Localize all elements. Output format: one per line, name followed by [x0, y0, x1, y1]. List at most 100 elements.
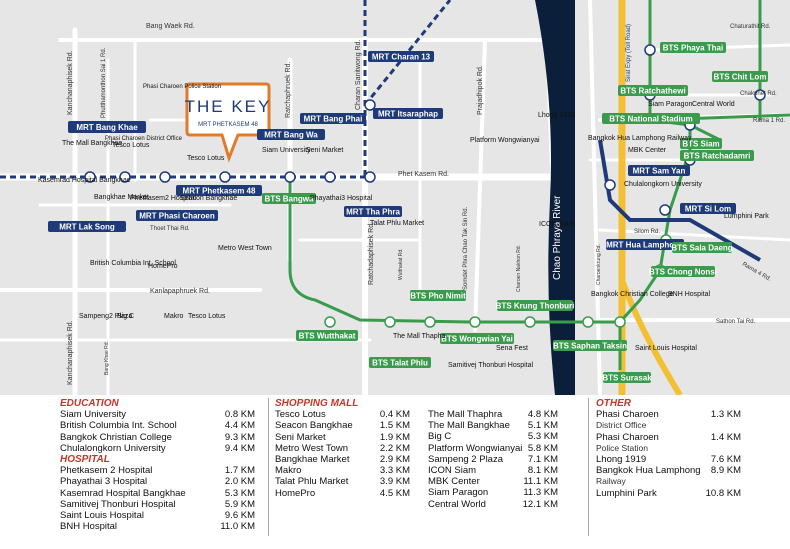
legend-item-distance: 9.6 KM: [224, 510, 255, 522]
road-phet-kasem: Phet Kasem Rd.: [398, 171, 449, 178]
station-mrt-bang-phai[interactable]: MRT Bang Phai: [304, 115, 363, 124]
legend-item-name: Phasi Charoen: [596, 409, 659, 421]
station-mrt-phetkasem48[interactable]: MRT Phetkasem 48: [183, 187, 256, 196]
station-bts-ratchadamri[interactable]: BTS Ratchadamri: [684, 152, 751, 161]
legend-item-distance: 1.9 KM: [379, 431, 410, 443]
legend-item-distance: 4.4 KM: [224, 420, 255, 432]
legend-item-distance: 1.4 KM: [710, 431, 741, 443]
station-bts-ratchathewi[interactable]: BTS Ratchathewi: [620, 87, 685, 96]
road-thoet-thai: Thoet Thai Rd.: [150, 226, 190, 232]
station-bts-sala-daeng[interactable]: BTS Sala Daeng: [671, 244, 732, 253]
legend-item-name: Big C: [428, 431, 452, 443]
legend-item-name: Siam Paragon: [428, 487, 489, 499]
road-kanlapaphruek: Kanlapaphruek Rd.: [150, 288, 210, 295]
legend-item-distance: 2.9 KM: [379, 454, 410, 466]
legend-item-name: Talat Phlu Market: [275, 476, 349, 488]
station-mrt-phasi-charoen[interactable]: MRT Phasi Charoen: [139, 212, 215, 221]
station-bts-chong-nonsi[interactable]: BTS Chong Nonsi: [649, 268, 717, 277]
road-chakphet: Chakphet Rd.: [740, 91, 777, 97]
legend-item-sub: Railway: [596, 476, 626, 487]
legend-item-name: Lhong 1919: [596, 454, 647, 466]
station-mrt-bang-wa[interactable]: MRT Bang Wa: [264, 131, 318, 140]
legend-item-distance: 2.2 KM: [379, 442, 410, 454]
place-bcc: Bangkok Christian College: [591, 291, 674, 298]
legend-item-name: Bangkok Hua Lamphong: [596, 465, 701, 477]
legend-item-distance: 11.1 KM: [523, 476, 558, 488]
station-mrt-charan13[interactable]: MRT Charan 13: [372, 53, 431, 62]
legend-item-name: Phetkasem 2 Hospital: [60, 465, 153, 477]
place-seni: Seni Market: [306, 147, 343, 154]
station-bts-wutthakat[interactable]: BTS Wutthakat: [299, 332, 356, 341]
station-mrt-bang-khae[interactable]: MRT Bang Khae: [76, 123, 138, 132]
station-mrt-lak-song[interactable]: MRT Lak Song: [59, 223, 115, 232]
legend-divider-2: [588, 398, 589, 536]
place-homepro: HomePro: [148, 263, 178, 270]
legend-item-name: Sampeng 2 Plaza: [428, 453, 503, 465]
place-wongwianyai-pf: Platform Wongwianyai: [470, 137, 540, 144]
legend-item-name: Samitivej Thonburi Hospital: [60, 498, 176, 510]
station-bts-surasak[interactable]: BTS Surasak: [602, 374, 652, 383]
station-bts-pho-nimit[interactable]: BTS Pho Nimit: [410, 292, 466, 301]
station-mrt-sam-yan[interactable]: MRT Sam Yan: [633, 167, 686, 176]
legend-item-distance: 7.1 KM: [527, 453, 558, 465]
road-somdet: Somdet Phra Chao Tak Sin Rd.: [463, 206, 469, 290]
legend-item-name: British Columbia Int. School: [60, 420, 177, 432]
place-british: British Columbia Int. School: [90, 260, 176, 267]
area-map[interactable]: THE KEY MRT PHETKASEM 48 MRT Bang Khae M…: [0, 0, 790, 395]
legend-item-distance: 0.8 KM: [224, 409, 255, 421]
legend-item-distance: 5.3 KM: [224, 487, 255, 499]
legend-item-name: Siam University: [60, 409, 126, 421]
road-kanchanaphisek-top: Kanchanaphisek Rd.: [67, 50, 74, 115]
legend-item-name: The Mall Thaphra: [428, 409, 503, 420]
station-bts-krung-thonburi[interactable]: BTS Krung Thonburi: [496, 302, 575, 311]
place-phayathai3: Phayathai3 Hospital: [310, 195, 373, 202]
station-mrt-tha-phra[interactable]: MRT Tha Phra: [346, 208, 400, 217]
station-bts-national-stadium[interactable]: BTS National Stadium: [609, 115, 693, 124]
place-phetkasem2: Phetkasem2 Hospital: [130, 195, 197, 202]
place-phasi-police: Phasi Charoen Police Station: [143, 84, 221, 90]
legend-item-sub: District Office: [596, 420, 647, 431]
station-mrt-hua-lamphong[interactable]: MRT Hua Lamphong: [606, 241, 684, 250]
station-bts-wongwian-yai[interactable]: BTS Wongwian Yai: [441, 335, 513, 344]
legend-item-distance: 3.3 KM: [379, 465, 410, 477]
road-prajadhipok: Prajadhipok Rd.: [477, 65, 484, 115]
station-bts-bangwa[interactable]: BTS Bangwa: [265, 195, 314, 204]
legend-item: British Columbia Int. School 4.4 KM: [60, 420, 255, 431]
place-mbk: MBK Center: [628, 147, 667, 154]
road-chaturathit: Chaturathit Rd.: [730, 24, 771, 30]
legend-item-distance: 3.9 KM: [379, 476, 410, 488]
legend-item: Lhong 1919 7.6 KM: [596, 454, 741, 465]
place-iconsiam: ICON Siam: [539, 221, 575, 228]
expressway-line: [618, 0, 683, 395]
legend-item: Bangkhae Market 2.9 KM: [275, 454, 410, 465]
station-bts-siam[interactable]: BTS Siam: [682, 140, 719, 149]
station-mrt-itsaraphap[interactable]: MRT Itsaraphap: [378, 110, 438, 119]
station-bts-talat-phlu[interactable]: BTS Talat Phlu: [372, 359, 428, 368]
place-makro: Makro: [164, 313, 184, 320]
place-the-mall-bk: The Mall Bangkhae: [62, 140, 122, 147]
legend-item-name: Lumphini Park: [596, 487, 657, 499]
legend-item-name: Bangkhae Market: [275, 454, 350, 466]
station-bts-phaya-thai[interactable]: BTS Phaya Thai: [663, 44, 723, 53]
station-bts-saphan-taksin[interactable]: BTS Saphan Taksin: [553, 342, 627, 351]
legend-item-distance: 7.6 KM: [710, 454, 741, 466]
station-bts-chit-lom[interactable]: BTS Chit Lom: [714, 73, 767, 82]
place-tesco2: Tesco Lotus: [187, 155, 225, 162]
station-mrt-si-lom[interactable]: MRT Si Lom: [685, 205, 731, 214]
